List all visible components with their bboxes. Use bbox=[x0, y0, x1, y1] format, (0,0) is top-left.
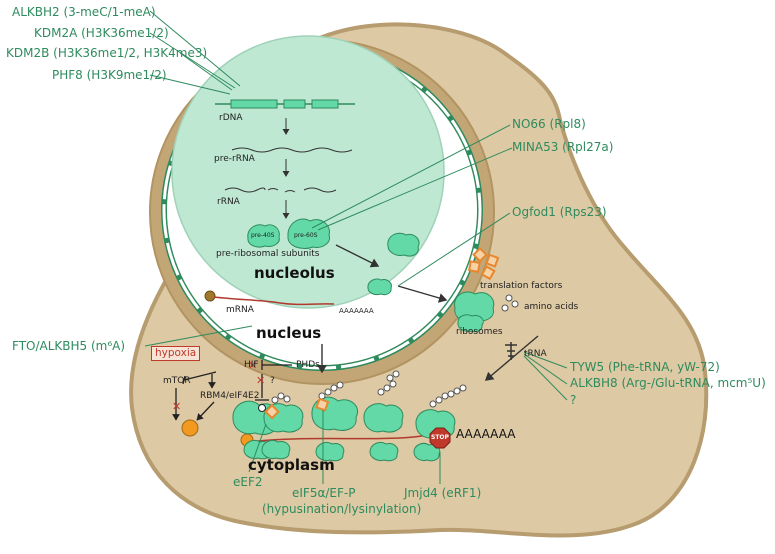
trna-icon bbox=[505, 342, 517, 360]
label-pre-60s: pre-60S bbox=[294, 232, 318, 239]
mrna-cap bbox=[204, 290, 216, 302]
label-jmjd4: Jmjd4 (eRF1) bbox=[404, 486, 482, 500]
label-alkbh8: ALKBH8 (Arg-/Glu-tRNA, mcm⁵U) bbox=[570, 376, 766, 390]
mrna-strand bbox=[213, 296, 335, 306]
translation-initiation-factor bbox=[181, 419, 199, 437]
label-trna: tRNA bbox=[524, 349, 547, 359]
label-rrna: rRNA bbox=[217, 197, 240, 207]
label-nuclear-polya: AAAAAAA bbox=[339, 307, 374, 315]
label-eif5a-note: (hypusination/lysinylation) bbox=[262, 502, 422, 516]
rdna-strand bbox=[215, 99, 355, 109]
label-pre-ribosomal-subunits: pre-ribosomal subunits bbox=[216, 249, 320, 259]
label-phf8: PHF8 (H3K9me1/2) bbox=[52, 68, 167, 82]
label-rdna: rDNA bbox=[219, 113, 243, 123]
pre-60s-subunit bbox=[287, 218, 331, 250]
label-fto-alkbh5: FTO/ALKBH5 (m⁶A) bbox=[12, 339, 126, 353]
label-hypoxia: hypoxia bbox=[151, 346, 201, 361]
hydroxylation-mark bbox=[258, 404, 266, 412]
label-no66: NO66 (Rpl8) bbox=[512, 117, 586, 131]
hypoxia-pathway bbox=[172, 360, 292, 421]
pre-40s-subunit bbox=[247, 224, 280, 248]
label-translation-factors: translation factors bbox=[480, 281, 563, 291]
label-alkbh2: ALKBH2 (3-meC/1-meA) bbox=[12, 5, 156, 19]
label-question: ? bbox=[270, 376, 275, 386]
label-eef2: eEF2 bbox=[233, 475, 263, 489]
rrna-fragments bbox=[224, 187, 337, 193]
label-nucleolus: nucleolus bbox=[254, 264, 335, 282]
translation-factors bbox=[468, 246, 500, 281]
label-stop: STOP bbox=[431, 434, 449, 441]
stop-sign bbox=[429, 427, 451, 449]
label-ogfod1: Ogfod1 (Rps23) bbox=[512, 205, 607, 219]
eef2-factor bbox=[264, 403, 280, 420]
ribosome-cluster bbox=[454, 291, 495, 333]
nascent-peptides bbox=[271, 370, 467, 408]
label-mrna: mRNA bbox=[226, 305, 254, 315]
label-polysome-polya: AAAAAAA bbox=[456, 427, 516, 441]
inhibition-cross: ✕ bbox=[256, 374, 265, 387]
exported-subunit bbox=[387, 232, 420, 257]
leader-lines bbox=[144, 10, 568, 484]
label-ribosomes: ribosomes bbox=[456, 327, 503, 337]
label-rbm4: RBM4/eIF4E2 bbox=[200, 391, 260, 401]
label-kdm2a: KDM2A (H3K36me1/2) bbox=[34, 26, 169, 40]
label-pre-40s: pre-40S bbox=[251, 232, 275, 239]
label-amino-acids: amino acids bbox=[524, 302, 579, 312]
label-eif5a: eIF5α/EF-P bbox=[292, 486, 356, 500]
label-mina53: MINA53 (Rpl27a) bbox=[512, 140, 614, 154]
label-tyw5: TYW5 (Phe-tRNA, yW-72) bbox=[570, 360, 720, 374]
label-mtor: mTOR bbox=[163, 376, 191, 386]
inhibition-cross: ✕ bbox=[248, 359, 257, 372]
label-cytoplasm: cytoplasm bbox=[248, 456, 335, 474]
label-kdm2b: KDM2B (H3K36me1/2, H3K4me3) bbox=[6, 46, 208, 60]
label-nucleus: nucleus bbox=[256, 324, 322, 342]
eif5a-factor bbox=[315, 397, 330, 412]
label-hif: HIF bbox=[244, 360, 259, 370]
label-phds: PHDs bbox=[296, 360, 320, 370]
label-trna-unknown: ? bbox=[570, 393, 577, 407]
pre-rrna-strand bbox=[231, 147, 353, 153]
inhibition-cross: ✕ bbox=[172, 400, 181, 413]
exported-subunit bbox=[367, 278, 392, 296]
amino-acids bbox=[501, 294, 519, 312]
label-pre-rrna: pre-rRNA bbox=[214, 154, 255, 164]
